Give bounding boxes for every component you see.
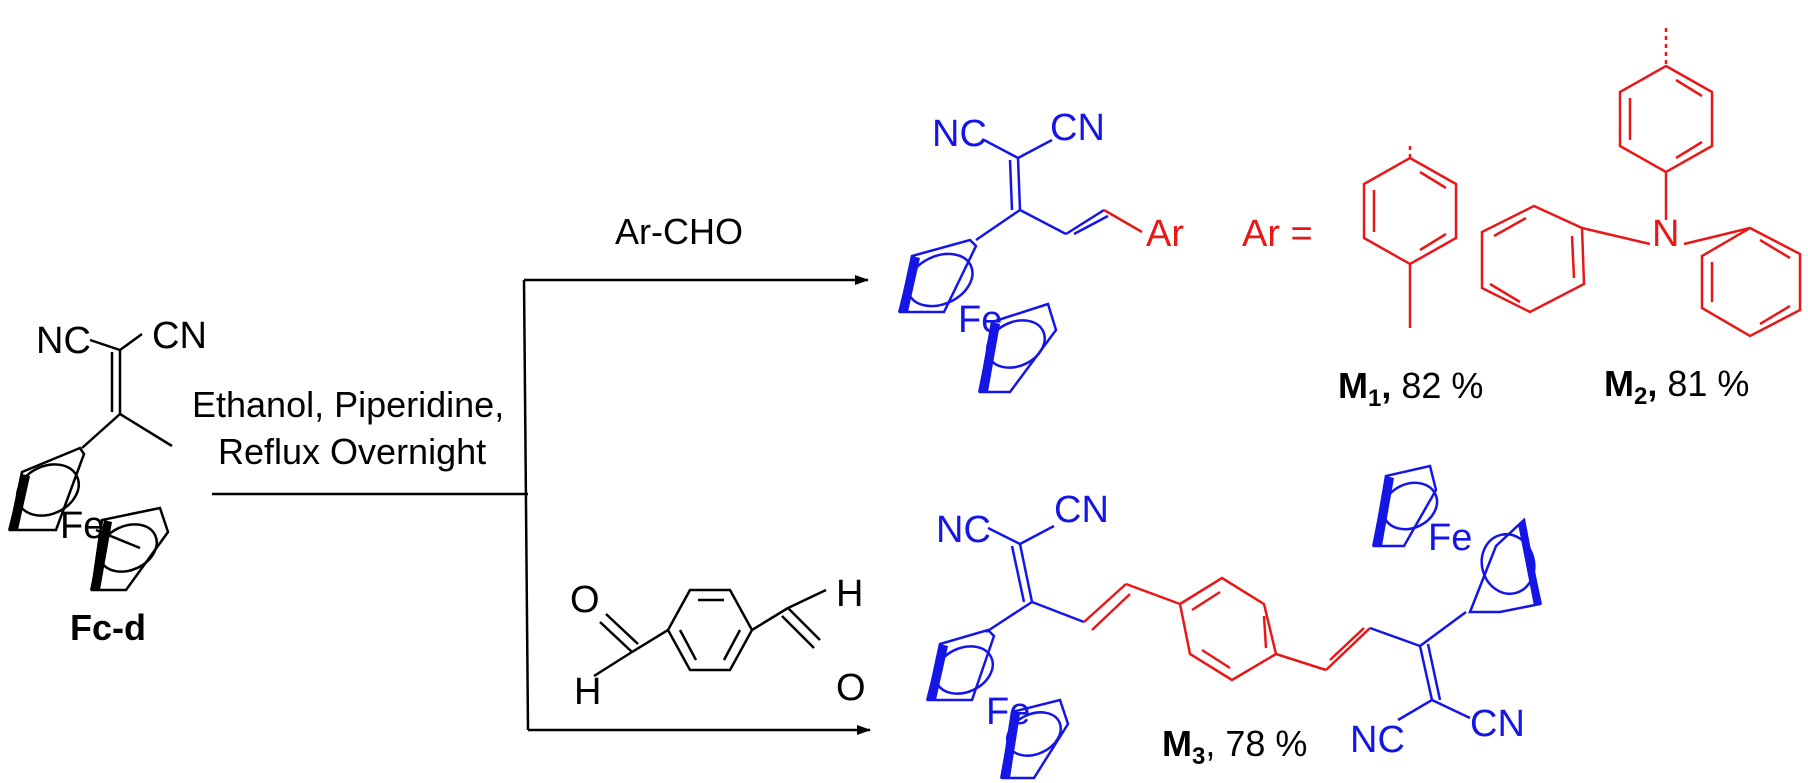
aldehyde-h-right: H	[836, 573, 863, 615]
m3-fe-left-label: Fe	[986, 691, 1030, 733]
m3-cn-left-label: CN	[1054, 489, 1109, 531]
m1-tolyl-group	[1362, 146, 1458, 328]
starting-material-fc-d	[8, 332, 173, 592]
ar-equals-label: Ar =	[1242, 213, 1313, 255]
aldehyde-o-left: O	[570, 579, 600, 621]
m1-label: M1, 82 %	[1338, 365, 1483, 412]
conditions-line-2: Reflux Overnight	[218, 431, 486, 472]
reagent-ar-cho: Ar-CHO	[615, 211, 743, 252]
fc-d-fe-label: Fe	[60, 505, 104, 547]
top-fe-label: Fe	[958, 299, 1002, 341]
conditions-line-1: Ethanol, Piperidine,	[192, 384, 504, 425]
m2-nitrogen-label: N	[1652, 213, 1679, 255]
m3-fe-right-label: Fe	[1428, 517, 1472, 559]
fc-d-cn-label: CN	[152, 315, 207, 357]
m3-right-half	[1369, 464, 1542, 722]
reaction-arrows	[212, 275, 871, 735]
aldehyde-h-left: H	[574, 671, 601, 713]
fc-d-compound-label: Fc-d	[70, 607, 146, 648]
m3-cn-right-label: CN	[1470, 703, 1525, 745]
top-nc-label: NC	[932, 113, 987, 155]
m3-wedges	[926, 476, 1542, 778]
top-product-core	[898, 138, 1109, 394]
starting-material-wedges	[8, 474, 112, 590]
fc-d-nc-label: NC	[36, 320, 91, 362]
m3-linker	[1083, 576, 1371, 682]
m3-label: M3, 78 %	[1162, 723, 1307, 770]
terephthalaldehyde	[593, 588, 827, 678]
top-ar-label: Ar	[1146, 213, 1184, 255]
top-cn-label: CN	[1050, 107, 1105, 149]
top-product-wedges	[898, 256, 1000, 392]
m3-nc-right-label: NC	[1350, 719, 1405, 761]
top-product-ar-bond	[1103, 208, 1143, 234]
m3-nc-left-label: NC	[936, 509, 991, 551]
m3-left-half	[926, 524, 1085, 780]
m2-triphenylamine-group	[1480, 28, 1802, 338]
aldehyde-o-right: O	[836, 667, 866, 709]
m2-label: M2, 81 %	[1604, 363, 1749, 410]
